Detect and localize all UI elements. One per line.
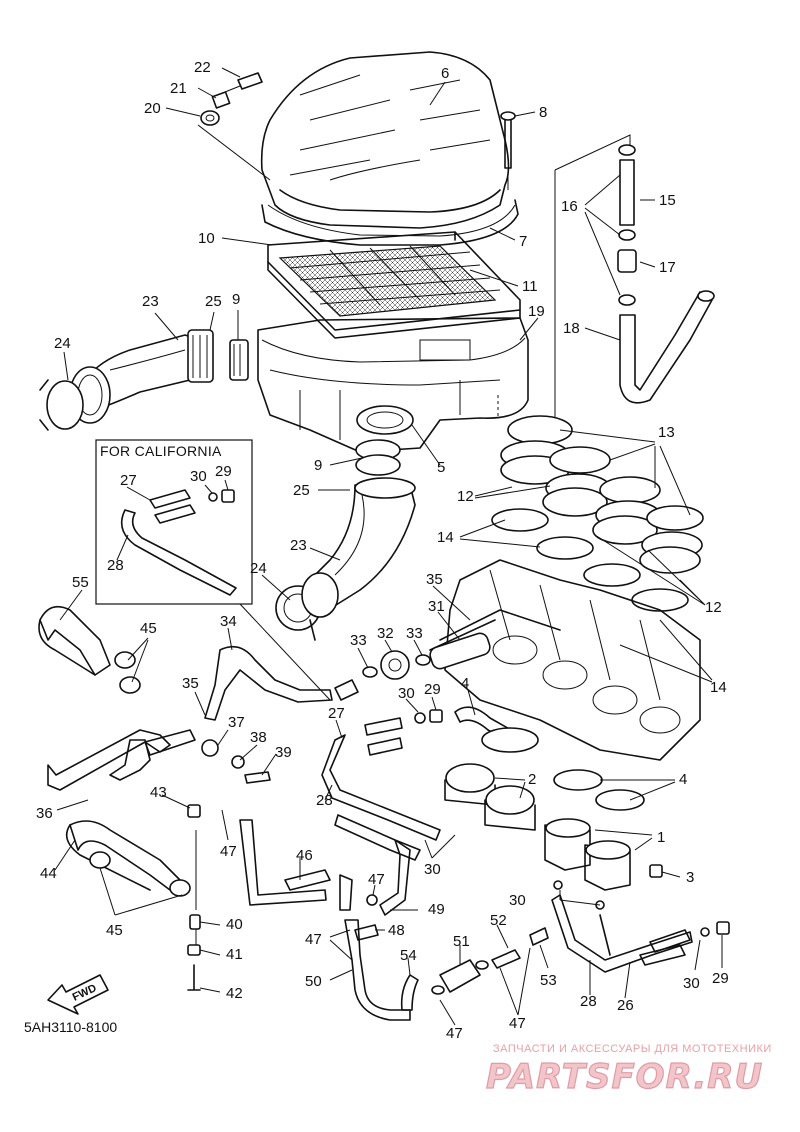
callout-46: 46	[296, 847, 313, 864]
callout-47-bottom: 47	[446, 1025, 463, 1042]
callout-30-far-right: 30	[683, 975, 700, 992]
callout-21: 21	[170, 80, 187, 97]
callout-45-lower: 45	[106, 922, 123, 939]
callout-7: 7	[519, 233, 527, 250]
callout-52: 52	[490, 912, 507, 929]
intake-duct-upper	[39, 329, 249, 431]
callout-47-left: 47	[220, 843, 237, 860]
bolt-8	[500, 111, 516, 190]
callout-38: 38	[250, 729, 267, 746]
callout-47-bottom-right: 47	[509, 1015, 526, 1032]
breather-hose-assembly	[554, 134, 715, 420]
air-filter-element	[267, 231, 521, 339]
callout-51: 51	[453, 933, 470, 950]
cover-bolt-group	[197, 72, 271, 181]
callout-8: 8	[539, 104, 547, 121]
callout-23-upper: 23	[142, 293, 159, 310]
callout-34: 34	[220, 613, 237, 630]
callout-14-lower: 14	[710, 679, 727, 696]
callout-14-upper: 14	[437, 529, 454, 546]
callout-47-lowleft: 47	[305, 931, 322, 948]
callout-35-left: 35	[182, 675, 199, 692]
callout-27-center: 27	[328, 705, 345, 722]
callout-12-upper: 12	[457, 488, 474, 505]
callout-25-upper: 25	[205, 293, 222, 310]
callout-12-lower: 12	[705, 599, 722, 616]
carburetor-joints	[491, 415, 704, 612]
callout-4-upper: 4	[461, 675, 469, 692]
callout-1: 1	[657, 829, 665, 846]
callout-17: 17	[659, 259, 676, 276]
callout-20: 20	[144, 100, 161, 117]
callout-6: 6	[441, 65, 449, 82]
callout-33-left: 33	[350, 632, 367, 649]
callout-11: 11	[522, 278, 538, 295]
watermark-tagline: ЗАПЧАСТИ И АКСЕССУАРЫ ДЛЯ МОТОТЕХНИКИ	[493, 1043, 772, 1055]
callout-30-mid: 30	[424, 861, 441, 878]
callout-53: 53	[540, 972, 557, 989]
callout-26: 26	[617, 997, 634, 1014]
callout-28-center: 28	[316, 792, 333, 809]
carburetor-assembly	[429, 559, 701, 761]
callout-24-upper: 24	[54, 335, 71, 352]
callout-19: 19	[528, 303, 545, 320]
callout-50: 50	[305, 973, 322, 990]
callout-31: 31	[428, 598, 445, 615]
callout-13: 13	[658, 424, 675, 441]
callout-49: 49	[428, 901, 445, 918]
callout-48: 48	[388, 922, 405, 939]
callout-18: 18	[563, 320, 580, 337]
callout-42: 42	[226, 985, 243, 1002]
callout-30-right: 30	[509, 892, 526, 909]
callout-29-center: 29	[424, 681, 441, 698]
callout-4-lower: 4	[679, 771, 687, 788]
callout-24-lower: 24	[250, 560, 267, 577]
callout-labels: 22 21 20 6 8 7 10 11 16 15 17 18 23 25 9…	[36, 59, 729, 1042]
callout-55: 55	[72, 574, 89, 591]
callout-29-inset: 29	[215, 463, 232, 480]
callout-35-right: 35	[426, 571, 443, 588]
fwd-arrow-icon: FWD	[47, 974, 109, 1015]
callout-54: 54	[400, 947, 417, 964]
vacuum-fitting-group	[334, 650, 431, 701]
air-box-cover	[260, 51, 519, 246]
callout-33-right: 33	[406, 625, 423, 642]
callout-47-mid: 47	[368, 871, 385, 888]
callout-16: 16	[561, 198, 578, 215]
callout-2: 2	[528, 771, 536, 788]
callout-39: 39	[275, 744, 292, 761]
callout-9-upper: 9	[232, 291, 240, 308]
callout-30-center: 30	[398, 685, 415, 702]
callout-29-far-right: 29	[712, 970, 729, 987]
callout-45-upper: 45	[140, 620, 157, 637]
inset-title: FOR CALIFORNIA	[100, 443, 222, 459]
callout-9-lower: 9	[314, 457, 322, 474]
callout-3: 3	[686, 869, 694, 886]
left-hose-pipe-group	[38, 605, 333, 991]
callout-15: 15	[659, 192, 676, 209]
callout-40: 40	[226, 916, 243, 933]
callout-25-lower: 25	[293, 482, 310, 499]
callout-27-inset: 27	[120, 472, 137, 489]
callout-22: 22	[194, 59, 211, 76]
intake-manifold-group	[321, 706, 730, 973]
watermark-logo: PARTSFOR.RU	[486, 1057, 763, 1097]
callout-5: 5	[437, 459, 445, 476]
diagram-code: 5AH3110-8100	[24, 1019, 117, 1035]
callout-37: 37	[228, 714, 245, 731]
callout-43: 43	[150, 784, 167, 801]
callout-23-lower: 23	[290, 537, 307, 554]
callout-30-inset: 30	[190, 468, 207, 485]
callout-32: 32	[377, 625, 394, 642]
callout-28-lower: 28	[580, 993, 597, 1010]
air-box-case	[257, 317, 529, 453]
callout-10: 10	[198, 230, 215, 247]
leader-lines	[54, 67, 723, 1026]
callout-41: 41	[226, 946, 243, 963]
callout-28-inset: 28	[107, 557, 124, 574]
callout-44: 44	[40, 865, 57, 882]
callout-36: 36	[36, 805, 53, 822]
